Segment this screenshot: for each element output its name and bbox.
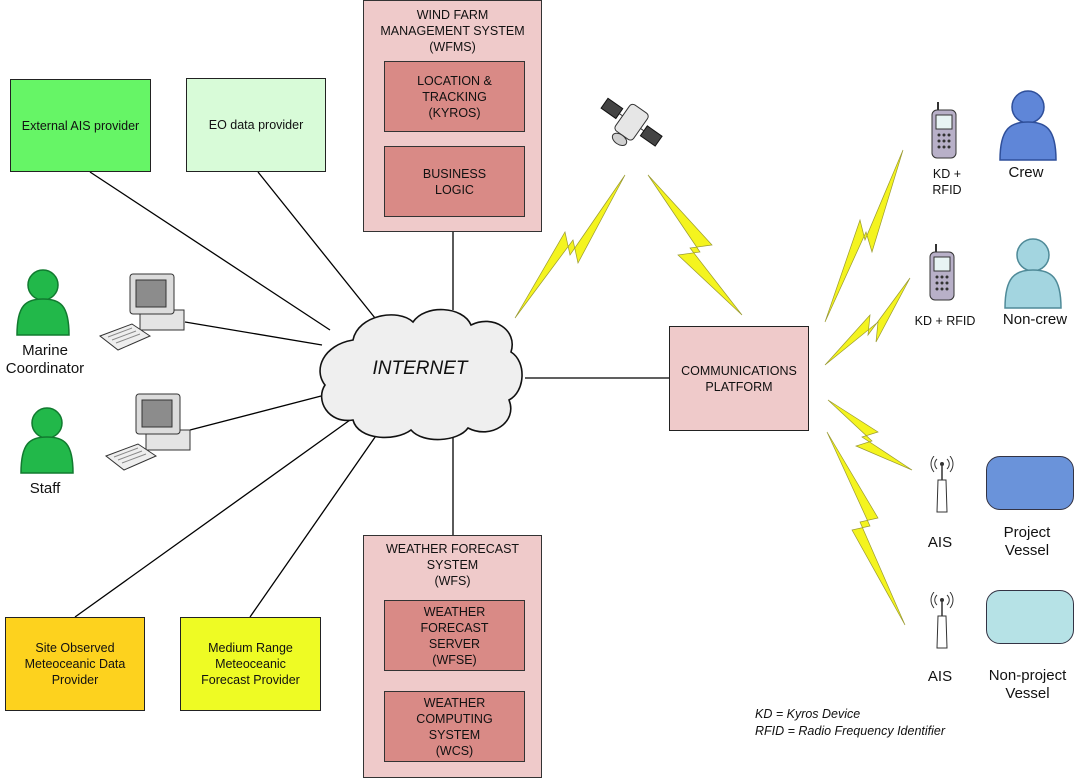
communications-platform-box[interactable]: COMMUNICATIONS PLATFORM xyxy=(669,326,809,431)
non-crew-label: Non-crew xyxy=(1002,311,1068,328)
staff-label: Staff xyxy=(29,480,61,497)
lightning-bolt-icon xyxy=(826,431,906,626)
mobile-phone-icon xyxy=(931,102,957,159)
location-tracking-box[interactable]: LOCATION & TRACKING (KYROS) xyxy=(384,61,525,132)
lightning-bolt-icon xyxy=(824,149,904,323)
eo-data-provider-box[interactable]: EO data provider xyxy=(186,78,326,172)
legend-rfid: RFID = Radio Frequency Identifier xyxy=(755,724,946,738)
site-observed-provider-box[interactable]: Site Observed Meteoceanic Data Provider xyxy=(5,617,145,711)
ais-label-2: AIS xyxy=(927,668,953,685)
non-project-vessel-label: Non-project Vessel xyxy=(988,667,1067,702)
person-icon xyxy=(999,90,1057,161)
lightning-bolt-icon xyxy=(514,174,626,319)
person-icon xyxy=(20,407,74,474)
kd-rfid-label-1: KD + RFID xyxy=(932,167,962,197)
lightning-bolt-icon xyxy=(647,174,743,316)
project-vessel-label: Project Vessel xyxy=(1003,524,1051,559)
weather-forecast-server-box[interactable]: WEATHER FORECAST SERVER (WFSE) xyxy=(384,600,525,671)
link-external-ais xyxy=(89,171,331,331)
project-vessel-shape xyxy=(986,456,1074,510)
satellite-icon xyxy=(600,97,663,147)
desktop-computer-icon xyxy=(104,393,191,471)
ais-antenna-icon xyxy=(930,592,954,649)
lightning-bolt-icon xyxy=(827,399,913,471)
link-marine-computer xyxy=(184,321,323,346)
link-staff-computer xyxy=(189,394,326,431)
weather-computing-system-box[interactable]: WEATHER COMPUTING SYSTEM (WCS) xyxy=(384,691,525,762)
crew-label: Crew xyxy=(1008,164,1044,181)
link-eo-data xyxy=(257,171,376,319)
business-logic-box[interactable]: BUSINESS LOGIC xyxy=(384,146,525,217)
cloud-icon xyxy=(319,308,523,441)
desktop-computer-icon xyxy=(98,273,185,351)
lightning-bolt-icon xyxy=(824,277,911,366)
kd-rfid-label-2: KD + RFID xyxy=(914,314,976,328)
internet-label: INTERNET xyxy=(372,358,468,379)
medium-range-provider-box[interactable]: Medium Range Meteoceanic Forecast Provid… xyxy=(180,617,321,711)
legend-kd: KD = Kyros Device xyxy=(755,707,861,721)
legend: KD = Kyros Device RFID = Radio Frequency… xyxy=(755,706,945,740)
mobile-phone-icon xyxy=(929,244,955,301)
ais-antenna-icon xyxy=(930,456,954,513)
non-project-vessel-shape xyxy=(986,590,1074,644)
link-medium-range xyxy=(249,429,381,618)
person-icon xyxy=(16,269,70,336)
wfs-title: WEATHER FORECAST SYSTEM (WFS) xyxy=(385,542,520,588)
wfms-system-box[interactable]: WIND FARM MANAGEMENT SYSTEM (WFMS) LOCAT… xyxy=(363,0,542,232)
ais-label-1: AIS xyxy=(927,534,953,551)
external-ais-provider-box[interactable]: External AIS provider xyxy=(10,79,151,172)
wfs-system-box[interactable]: WEATHER FORECAST SYSTEM (WFS) WEATHER FO… xyxy=(363,535,542,778)
link-site-observed xyxy=(74,419,351,618)
wfms-title: WIND FARM MANAGEMENT SYSTEM (WFMS) xyxy=(380,8,525,54)
person-icon xyxy=(1004,238,1062,309)
marine-coordinator-label: Marine Coordinator xyxy=(5,342,85,377)
